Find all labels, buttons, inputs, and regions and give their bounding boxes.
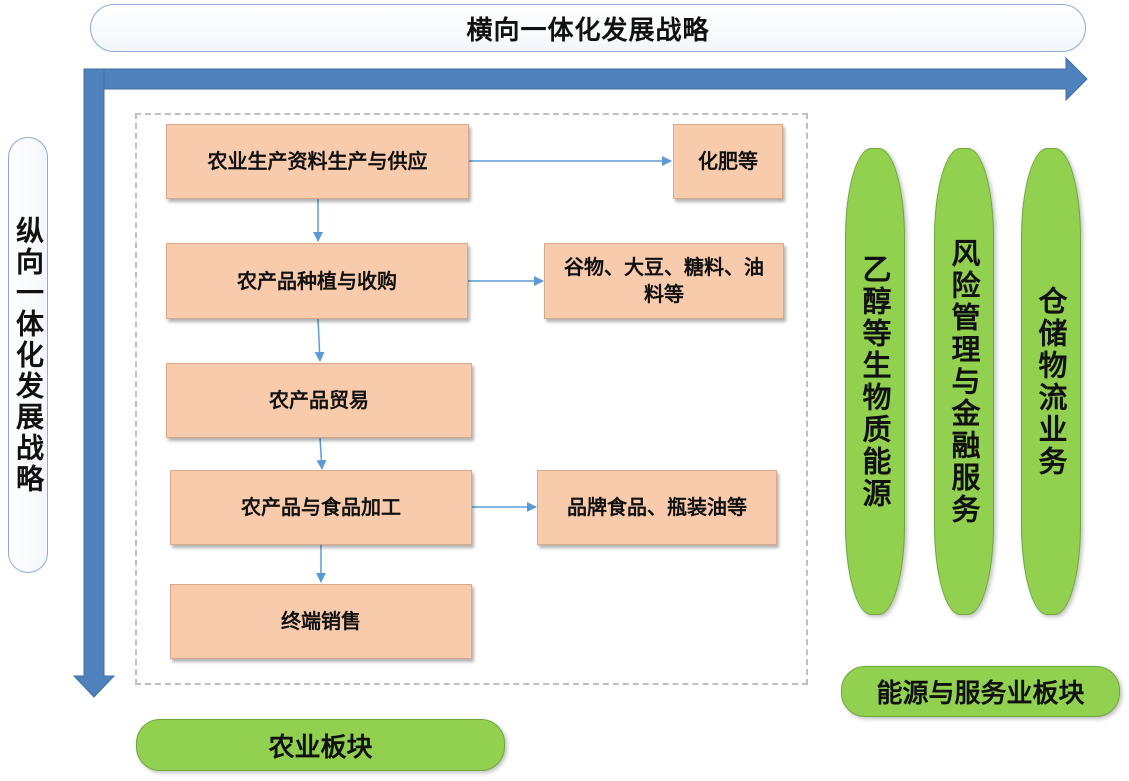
connector-step3-step4 [316,437,327,470]
agriculture-section-label: 农业板块 [136,719,505,771]
horizontal-strategy-arrow [84,56,1088,102]
pill-risk-finance-label: 风险管理与金融服务 [947,237,981,526]
pill-logistics: 仓储物流业务 [1021,148,1081,615]
output-food-products: 品牌食品、瓶装油等 [537,470,777,545]
output-fertilizer-label: 化肥等 [698,149,758,173]
step-planting-purchase: 农产品种植与收购 [166,243,468,319]
horizontal-strategy-banner: 横向一体化发展战略 [90,4,1086,52]
step-input-supply: 农业生产资料生产与供应 [166,124,469,199]
agriculture-frame [135,113,808,685]
step-retail: 终端销售 [170,584,472,659]
output-crops-label: 谷物、大豆、糖料、油料等 [564,255,764,306]
energy-services-section-text: 能源与服务业板块 [876,679,1085,709]
connector-step2-step3 [314,318,325,362]
step-planting-purchase-label: 农产品种植与收购 [237,268,397,293]
step-trade: 农产品贸易 [166,363,472,438]
step-processing: 农产品与食品加工 [170,470,472,545]
output-food-products-label: 品牌食品、瓶装油等 [567,495,747,519]
vertical-strategy-label: 纵向一体化发展战略 [12,215,45,495]
step-input-supply-label: 农业生产资料生产与供应 [207,149,428,173]
step-processing-label: 农产品与食品加工 [241,495,401,519]
vertical-strategy-banner: 纵向一体化发展战略 [8,137,48,573]
output-crops: 谷物、大豆、糖料、油料等 [544,243,784,319]
energy-services-section-label: 能源与服务业板块 [841,666,1120,717]
pill-bioenergy-label: 乙醇等生物质能源 [858,253,892,510]
step-retail-label: 终端销售 [281,609,361,633]
agriculture-section-text: 农业板块 [268,732,373,763]
vertical-strategy-arrow [72,68,116,698]
horizontal-strategy-label: 横向一体化发展战略 [466,15,710,46]
pill-logistics-label: 仓储物流业务 [1034,285,1068,478]
pill-bioenergy: 乙醇等生物质能源 [845,148,905,615]
pill-risk-finance: 风险管理与金融服务 [934,148,994,615]
step-trade-label: 农产品贸易 [269,388,369,412]
output-fertilizer: 化肥等 [673,124,783,199]
